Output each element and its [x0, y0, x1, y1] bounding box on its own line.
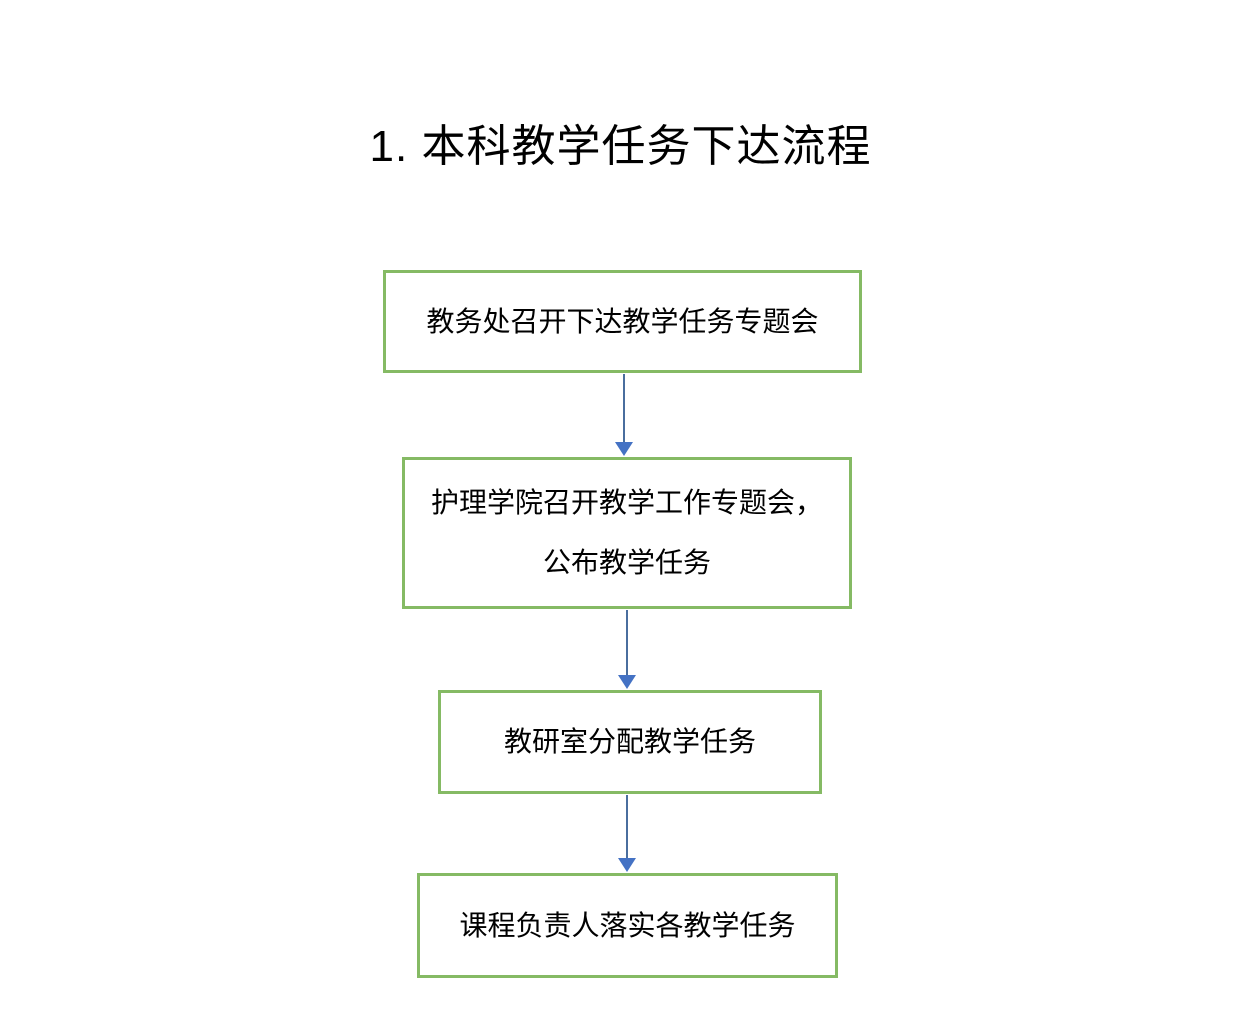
flow-box-jiaowuchu: 教务处召开下达教学任务专题会	[383, 270, 862, 373]
connector-arrow-1	[614, 374, 634, 456]
arrow-down-icon	[618, 675, 636, 689]
arrow-line	[626, 610, 628, 675]
flow-box-jiaoyanshi-text: 教研室分配教学任务	[503, 726, 756, 758]
arrow-down-icon	[615, 442, 633, 456]
connector-arrow-3	[617, 795, 637, 872]
flow-box-huli-xueyuan-text-line2: 公布教学任务	[542, 547, 711, 579]
flow-box-jiaoyanshi: 教研室分配教学任务	[438, 690, 822, 794]
page-title: 1. 本科教学任务下达流程	[369, 122, 872, 171]
flow-box-huli-xueyuan: 护理学院召开教学工作专题会， 公布教学任务	[402, 457, 852, 609]
arrow-line	[623, 374, 625, 442]
flow-box-kecheng-fuzeren: 课程负责人落实各教学任务	[417, 873, 838, 978]
flow-box-jiaowuchu-text: 教务处召开下达教学任务专题会	[426, 305, 819, 337]
arrow-line	[626, 795, 628, 858]
connector-arrow-2	[617, 610, 637, 689]
arrow-down-icon	[618, 858, 636, 872]
flow-box-huli-xueyuan-text-line1: 护理学院召开教学工作专题会，	[430, 487, 823, 519]
flow-box-kecheng-fuzeren-text: 课程负责人落实各教学任务	[459, 909, 796, 941]
